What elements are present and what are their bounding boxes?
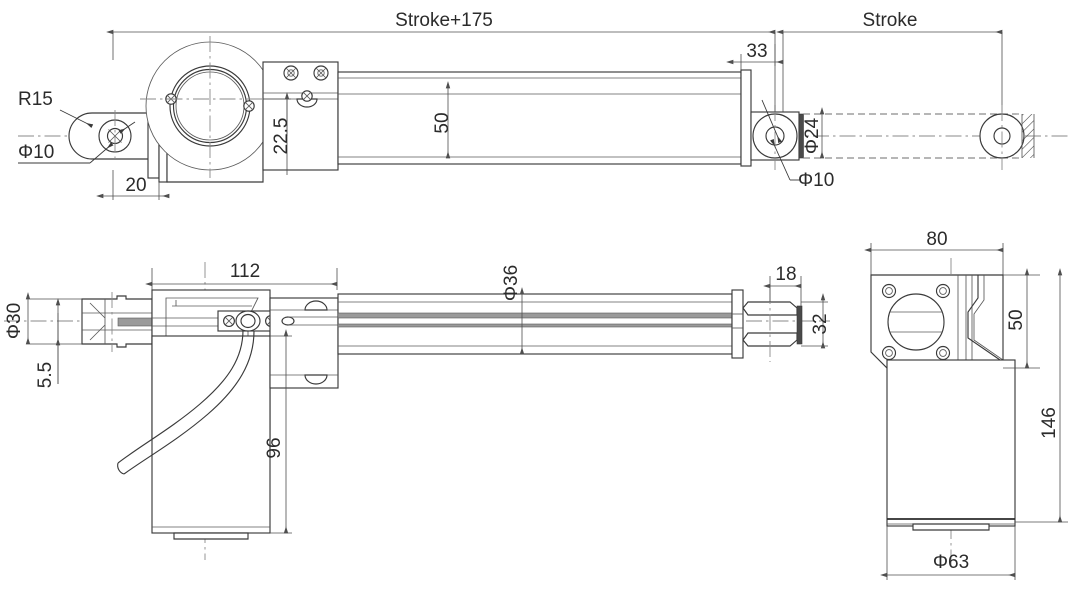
dim-label-33: 33 (746, 41, 767, 62)
gearbox-plate-end (870, 274, 1004, 369)
dimension-20: 20 (96, 170, 170, 200)
power-cable (117, 329, 255, 475)
dim-label-50-end: 50 (1006, 309, 1027, 330)
dim-label-112: 112 (230, 261, 260, 282)
outer-tube-side (337, 289, 744, 359)
dim-label-phi36: Φ36 (501, 265, 522, 301)
dimension-stroke: Stroke (776, 10, 1003, 112)
top-view: Stroke+175 Stroke (18, 10, 1070, 200)
dim-label-r15: R15 (18, 89, 53, 110)
dim-label-phi10-rear: Φ10 (18, 142, 54, 163)
outer-tube-top (337, 71, 742, 165)
dim-label-stroke: Stroke (863, 10, 918, 31)
dimension-32: 32 (801, 293, 831, 349)
worm-gearbox-top (262, 61, 339, 171)
dimension-50-tube: 50 (432, 81, 453, 159)
dim-label-96: 96 (264, 437, 285, 458)
dimension-96: 96 (264, 329, 292, 534)
dim-label-phi10-front: Φ10 (798, 170, 834, 191)
end-view: 80 (864, 229, 1068, 580)
dim-label-18: 18 (775, 264, 796, 285)
dimension-50-end: 50 (1003, 268, 1040, 369)
extended-stroke-phantom-top (803, 105, 1035, 170)
dim-label-50-tube: 50 (432, 112, 453, 133)
dim-label-stroke-plus-175: Stroke+175 (395, 10, 493, 31)
rear-clevis-top (68, 110, 151, 162)
dimension-146: 146 (1015, 268, 1068, 523)
dimension-phi10-front: Φ10 (761, 99, 834, 191)
dim-label-5-5: 5.5 (35, 362, 56, 388)
dim-label-phi24: Φ24 (802, 117, 823, 154)
dim-label-146: 146 (1039, 407, 1060, 439)
dim-label-80: 80 (926, 229, 947, 250)
dimension-22-5: 22.5 (263, 92, 292, 175)
front-clevis-side (742, 288, 803, 362)
dimension-r15: R15 (18, 89, 94, 128)
dimension-phi24: Φ24 (802, 107, 825, 159)
rear-clevis-side (81, 292, 153, 352)
dim-label-20: 20 (125, 175, 146, 196)
motor-body-side (151, 335, 271, 540)
tube-end-cap-top (740, 69, 752, 167)
side-view: 112 Φ30 (4, 261, 831, 560)
dim-label-phi30: Φ30 (4, 303, 25, 339)
dimension-5-5: 5.5 (35, 298, 61, 388)
dim-label-22-5: 22.5 (271, 118, 292, 155)
motor-barrel-end (886, 359, 1016, 531)
dimension-80: 80 (864, 229, 1004, 275)
dimension-phi10-rear: Φ10 (18, 121, 136, 164)
dimension-phi63: Φ63 (880, 526, 1016, 580)
dimension-stroke-plus-175: Stroke+175 (106, 10, 776, 66)
gearbox-housing-top (140, 36, 282, 183)
dimension-phi36: Φ36 (501, 265, 525, 355)
dim-label-phi63: Φ63 (933, 552, 969, 573)
dim-label-32: 32 (810, 313, 831, 334)
dimension-phi30: Φ30 (4, 292, 82, 345)
dimension-18: 18 (763, 264, 802, 306)
dimension-112: 112 (145, 261, 338, 290)
dimension-33: 33 (726, 41, 784, 112)
tube-adaptor-side (269, 297, 339, 389)
front-clevis-top (750, 105, 804, 170)
